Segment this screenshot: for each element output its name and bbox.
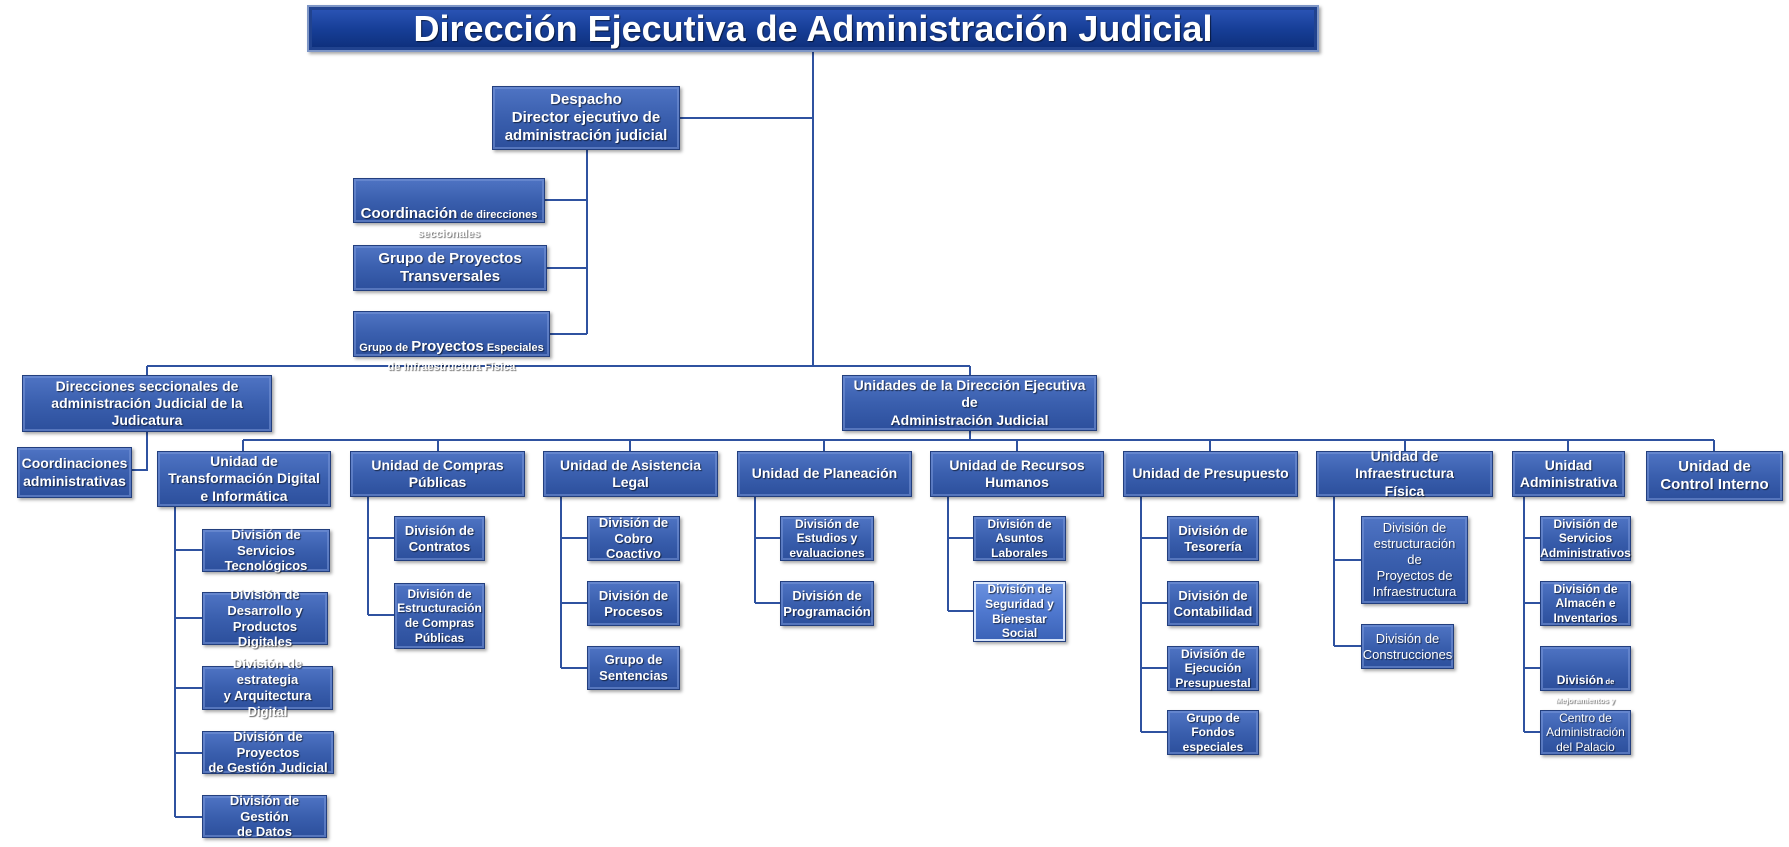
- grupo-especiales-rest: Especiales de Infraestructura Física: [387, 341, 544, 374]
- coordinacion-direcciones-box: Coordinación de direcciones seccionales: [353, 178, 545, 240]
- division-ejecucion-presupuestal: División de Ejecución Presupuestal: [1167, 646, 1259, 691]
- grupo-sentencias: Grupo de Sentencias: [587, 646, 680, 690]
- despacho-director-box: Despacho Director ejecutivo de administr…: [492, 86, 680, 150]
- direcciones-seccionales-box: Direcciones seccionales de administració…: [22, 375, 272, 432]
- coordinacion-strong: Coordinación: [360, 204, 458, 222]
- grupo-proyectos-transversales-box: Grupo de Proyectos Transversales: [353, 245, 547, 291]
- unidad-asistencia-legal: Unidad de Asistencia Legal: [543, 451, 718, 497]
- mejoramientos-strong: División: [1556, 672, 1604, 687]
- division-almacen-inventarios: División de Almacén e Inventarios: [1540, 581, 1631, 626]
- division-seguridad-bienestar: División de Seguridad y Bienestar Social: [973, 581, 1066, 642]
- division-estructuracion-proyectos-infraestructura: División de estructuración de Proyectos …: [1361, 516, 1468, 604]
- unidad-recursos-humanos: Unidad de Recursos Humanos: [930, 451, 1104, 497]
- division-contabilidad: División de Contabilidad: [1167, 581, 1259, 626]
- division-desarrollo-productos-digitales: División de Desarrollo y Productos Digit…: [202, 587, 328, 649]
- division-servicios-tecnologicos: División de Servicios Tecnológicos: [202, 527, 330, 573]
- unidad-infraestructura-fisica: Unidad de Infraestructura Física: [1316, 448, 1493, 499]
- division-tesoreria: División de Tesorería: [1167, 516, 1259, 561]
- unidad-transformacion-digital: Unidad de Transformación Digital e Infor…: [157, 451, 331, 507]
- division-procesos: División de Procesos: [587, 581, 680, 626]
- page-title: Dirección Ejecutiva de Administración Ju…: [307, 5, 1319, 52]
- centro-administracion-palacio: Centro de Administración del Palacio: [1540, 710, 1631, 755]
- coordinacion-rest: de direcciones seccionales: [417, 208, 538, 241]
- unidad-administrativa: Unidad Administrativa: [1512, 451, 1625, 497]
- division-proyectos-gestion-judicial: División de Proyectos de Gestión Judicia…: [202, 729, 334, 775]
- division-mejoramientos-mantenimiento: División de Mejoramientos y Mantenimient…: [1540, 646, 1631, 744]
- unidad-control-interno: Unidad de Control Interno: [1646, 451, 1783, 501]
- division-cobro-coactivo: División de Cobro Coactivo: [587, 515, 680, 561]
- division-servicios-administrativos: División de Servicios Administrativos: [1540, 516, 1631, 561]
- unidad-planeacion: Unidad de Planeación: [737, 451, 912, 497]
- division-estructuracion-compras: División de Estructuración de Compras Pú…: [394, 583, 485, 649]
- unidad-compras-publicas: Unidad de Compras Públicas: [350, 451, 525, 497]
- unidades-header-box: Unidades de la Dirección Ejecutiva de Ad…: [842, 375, 1097, 431]
- division-programacion: División de Programación: [780, 581, 874, 626]
- coordinaciones-administrativas-box: Coordinaciones administrativas: [17, 447, 132, 498]
- division-contratos: División de Contratos: [394, 516, 485, 561]
- division-estudios-evaluaciones: División de Estudios y evaluaciones: [780, 516, 874, 561]
- unidad-presupuesto: Unidad de Presupuesto: [1123, 451, 1298, 497]
- grupo-proyectos-especiales-box: Grupo de Proyectos Especiales de Infraes…: [353, 311, 550, 373]
- grupo-fondos-especiales: Grupo de Fondos especiales: [1167, 710, 1259, 755]
- division-gestion-datos: División de Gestión de Datos: [202, 793, 327, 839]
- grupo-especiales-strong: Proyectos: [411, 337, 484, 355]
- division-construcciones: División de Construcciones: [1361, 624, 1454, 669]
- division-estrategia-arquitectura-digital: División de estrategia y Arquitectura Di…: [202, 656, 333, 719]
- division-asuntos-laborales: División de Asuntos Laborales: [973, 516, 1066, 561]
- grupo-especiales-pre: Grupo de: [359, 341, 412, 354]
